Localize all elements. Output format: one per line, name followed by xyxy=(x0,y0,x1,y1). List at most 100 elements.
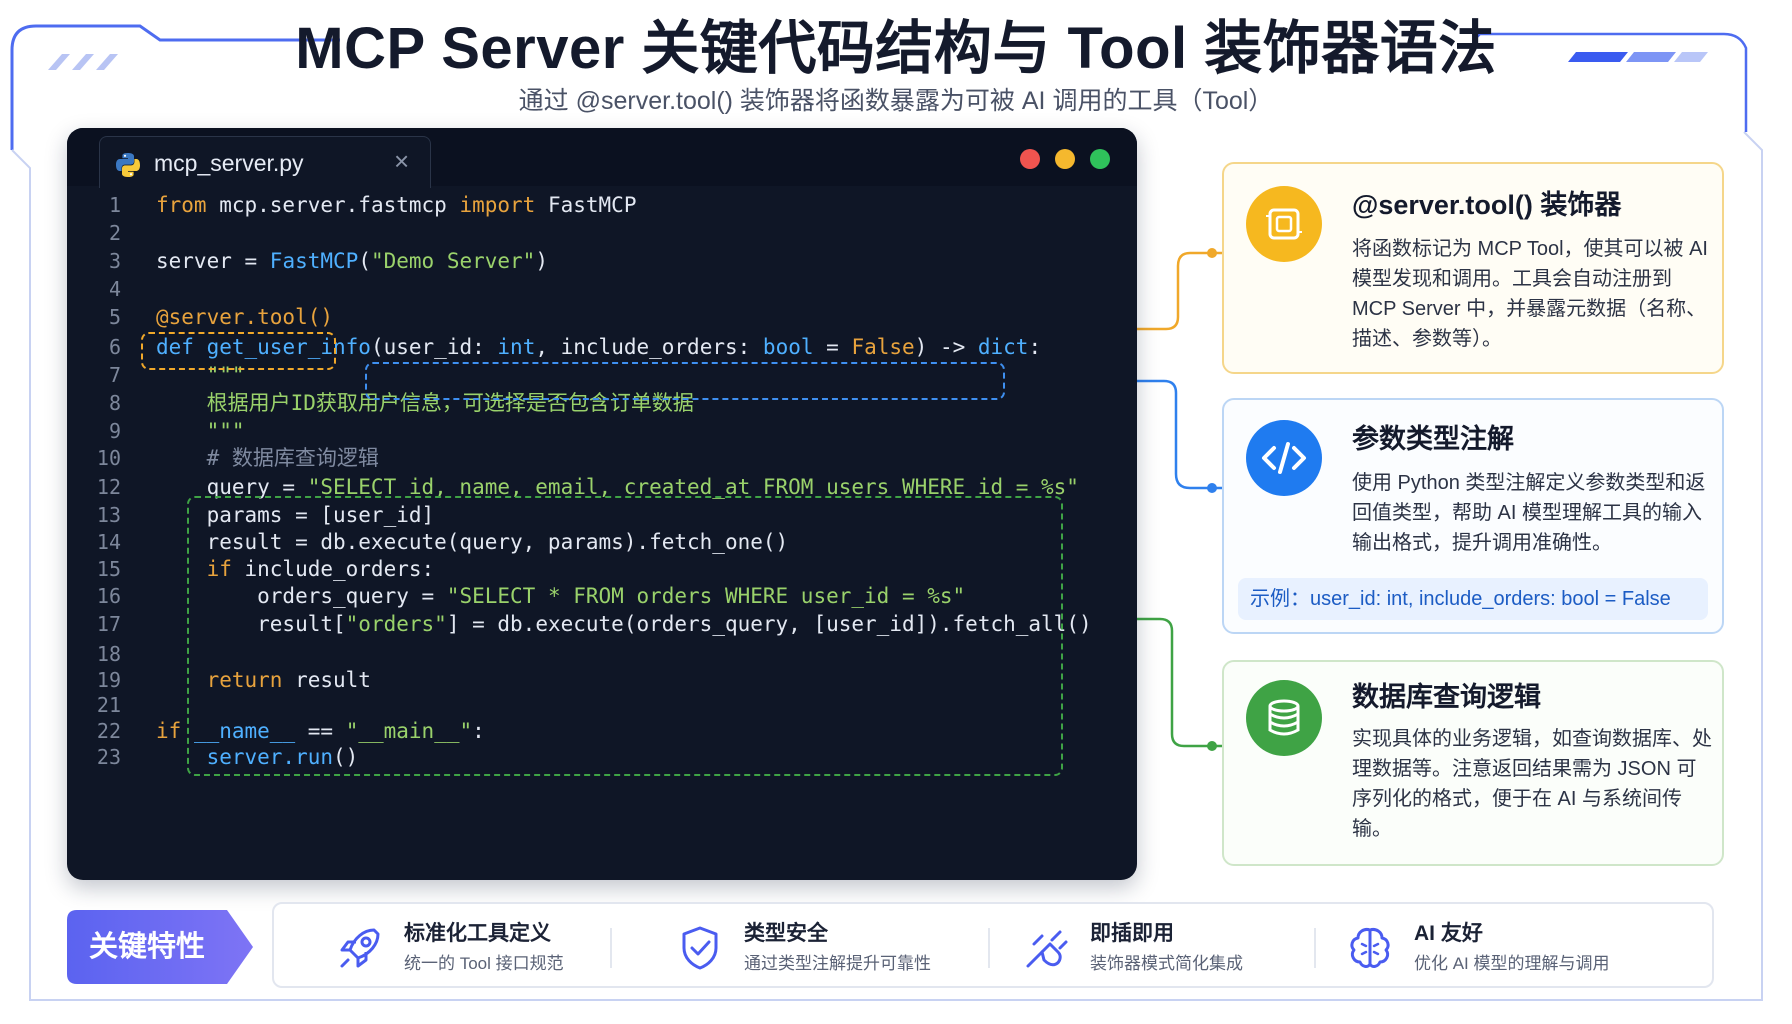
feature-desc: 优化 AI 模型的理解与调用 xyxy=(1414,954,1610,973)
line-number: 1 xyxy=(108,193,121,217)
line-number: 14 xyxy=(96,530,121,554)
decorator-card: @server.tool() 装饰器 将函数标记为 MCP Tool，使其可以被… xyxy=(1222,162,1724,374)
code-line: 12 query = "SELECT id, name, email, crea… xyxy=(67,472,1137,502)
features-label: 关键特性 xyxy=(67,910,253,984)
code-line: 16 orders_query = "SELECT * FROM orders … xyxy=(67,581,1137,611)
line-content: 根据用户ID获取用户信息，可选择是否包含订单数据 xyxy=(156,391,694,415)
line-content: """ xyxy=(156,419,245,443)
features-bar: 标准化工具定义 统一的 Tool 接口规范 类型安全 通过类型注解提升可靠性 即… xyxy=(272,902,1714,988)
line-number: 22 xyxy=(96,719,121,743)
line-content: query = "SELECT id, name, email, created… xyxy=(156,475,1079,499)
feature-title: 标准化工具定义 xyxy=(404,922,551,945)
window-minimize-dot[interactable] xyxy=(1055,149,1075,169)
page-subtitle: 通过 @server.tool() 装饰器将函数暴露为可被 AI 调用的工具（T… xyxy=(518,87,1274,115)
type-hints-card: 参数类型注解 使用 Python 类型注解定义参数类型和返回值类型，帮助 AI … xyxy=(1222,398,1724,634)
rocket-icon xyxy=(340,928,380,968)
line-content: if include_orders: xyxy=(156,557,435,581)
line-number: 10 xyxy=(96,446,121,470)
python-icon xyxy=(116,153,140,177)
line-number: 4 xyxy=(108,277,121,301)
page-title: MCP Server 关键代码结构与 Tool 装饰器语法 xyxy=(295,16,1497,81)
code-editor-window: mcp_server.py × 1 from mcp.server.fastmcp… xyxy=(67,128,1137,880)
features-label-shape xyxy=(67,910,253,984)
code-line: 5 @server.tool() xyxy=(67,302,1137,332)
line-number: 2 xyxy=(108,221,121,245)
line-number: 9 xyxy=(108,419,121,443)
window-close-dot[interactable] xyxy=(1020,149,1040,169)
line-number: 6 xyxy=(108,335,121,359)
code-line: 6 def get_user_info(user_id: int, include… xyxy=(67,332,1137,362)
code-line: 4 xyxy=(67,274,1137,304)
code-icon xyxy=(1246,420,1322,496)
tab-filename: mcp_server.py xyxy=(154,150,304,176)
line-number: 8 xyxy=(108,391,121,415)
plug-icon xyxy=(1026,930,1068,968)
divider xyxy=(988,928,990,968)
line-number: 23 xyxy=(96,745,121,769)
brain-icon xyxy=(1350,928,1390,968)
code-line: 21 xyxy=(67,690,1137,720)
db-logic-card: 数据库查询逻辑 实现具体的业务逻辑，如查询数据库、处理数据等。注意返回结果需为 … xyxy=(1222,660,1724,866)
line-content: params = [user_id] xyxy=(156,503,435,527)
decorator-card-text: 将函数标记为 MCP Tool，使其可以被 AI 模型发现和调用。工具会自动注册… xyxy=(1352,238,1708,350)
code-line: 10 # 数据库查询逻辑 xyxy=(67,443,1137,473)
feature-desc: 通过类型注解提升可靠性 xyxy=(744,954,931,973)
line-number: 13 xyxy=(96,503,121,527)
code-line: 1 from mcp.server.fastmcp import FastMCP xyxy=(67,190,1137,220)
type-annotation-highlight xyxy=(365,362,1005,400)
feature-desc: 统一的 Tool 接口规范 xyxy=(404,954,564,973)
decorator-card-title: @server.tool() 装饰器 xyxy=(1352,190,1622,220)
editor-tab-bar: mcp_server.py × xyxy=(67,128,1137,188)
line-content: result["orders"] = db.execute(orders_que… xyxy=(156,612,1092,636)
divider xyxy=(1314,928,1316,968)
line-content: return result xyxy=(156,668,371,692)
line-content: from mcp.server.fastmcp import FastMCP xyxy=(156,193,637,217)
db-logic-card-title: 数据库查询逻辑 xyxy=(1352,682,1541,712)
tab-mcp-server-py[interactable]: mcp_server.py × xyxy=(99,136,431,188)
line-content: server = FastMCP("Demo Server") xyxy=(156,249,548,273)
shield-check-icon xyxy=(682,926,718,970)
code-line: 7 """ xyxy=(67,360,1137,390)
code-line: 8 根据用户ID获取用户信息，可选择是否包含订单数据 xyxy=(67,388,1137,418)
type-hints-example: 示例：user_id: int, include_orders: bool = … xyxy=(1238,578,1708,620)
line-number: 16 xyxy=(96,584,121,608)
code-line: 9 """ xyxy=(67,416,1137,446)
line-content: @server.tool() xyxy=(156,305,334,329)
line-number: 12 xyxy=(96,475,121,499)
feature-title: 类型安全 xyxy=(744,922,828,945)
line-content: server.run() xyxy=(156,745,359,769)
line-number: 5 xyxy=(108,305,121,329)
line-content: def get_user_info(user_id: int, include_… xyxy=(156,335,1042,359)
line-content: result = db.execute(query, params).fetch… xyxy=(156,530,789,554)
decorator-highlight xyxy=(141,332,336,370)
code-line: 15 if include_orders: xyxy=(67,554,1137,584)
code-line: 18 xyxy=(67,639,1137,669)
line-number: 17 xyxy=(96,612,121,636)
line-content: # 数据库查询逻辑 xyxy=(156,446,379,470)
code-line: 23 server.run() xyxy=(67,742,1137,772)
feature-title: AI 友好 xyxy=(1414,922,1483,945)
type-hints-card-text: 使用 Python 类型注解定义参数类型和返回值类型，帮助 AI 模型理解工具的… xyxy=(1352,472,1706,554)
line-content: """ xyxy=(156,363,245,387)
line-number: 3 xyxy=(108,249,121,273)
type-hints-card-title: 参数类型注解 xyxy=(1352,424,1514,454)
line-content: orders_query = "SELECT * FROM orders WHE… xyxy=(156,584,966,608)
database-icon xyxy=(1246,680,1322,756)
code-line: 3 server = FastMCP("Demo Server") xyxy=(67,246,1137,276)
line-number: 19 xyxy=(96,668,121,692)
feature-desc: 装饰器模式简化集成 xyxy=(1090,954,1243,973)
code-line: 2 xyxy=(67,218,1137,248)
line-number: 7 xyxy=(108,363,121,387)
line-number: 21 xyxy=(96,693,121,717)
code-line: 19 return result xyxy=(67,665,1137,695)
close-icon[interactable]: × xyxy=(394,146,410,176)
features-label-text: 关键特性 xyxy=(88,931,205,963)
db-logic-highlight xyxy=(187,496,1063,776)
feature-title: 即插即用 xyxy=(1090,922,1174,945)
decorator-icon xyxy=(1246,186,1322,262)
code-line: 14 result = db.execute(query, params).fe… xyxy=(67,527,1137,557)
code-line: 13 params = [user_id] xyxy=(67,500,1137,530)
code-line: 17 result["orders"] = db.execute(orders_… xyxy=(67,609,1137,639)
window-maximize-dot[interactable] xyxy=(1090,149,1110,169)
